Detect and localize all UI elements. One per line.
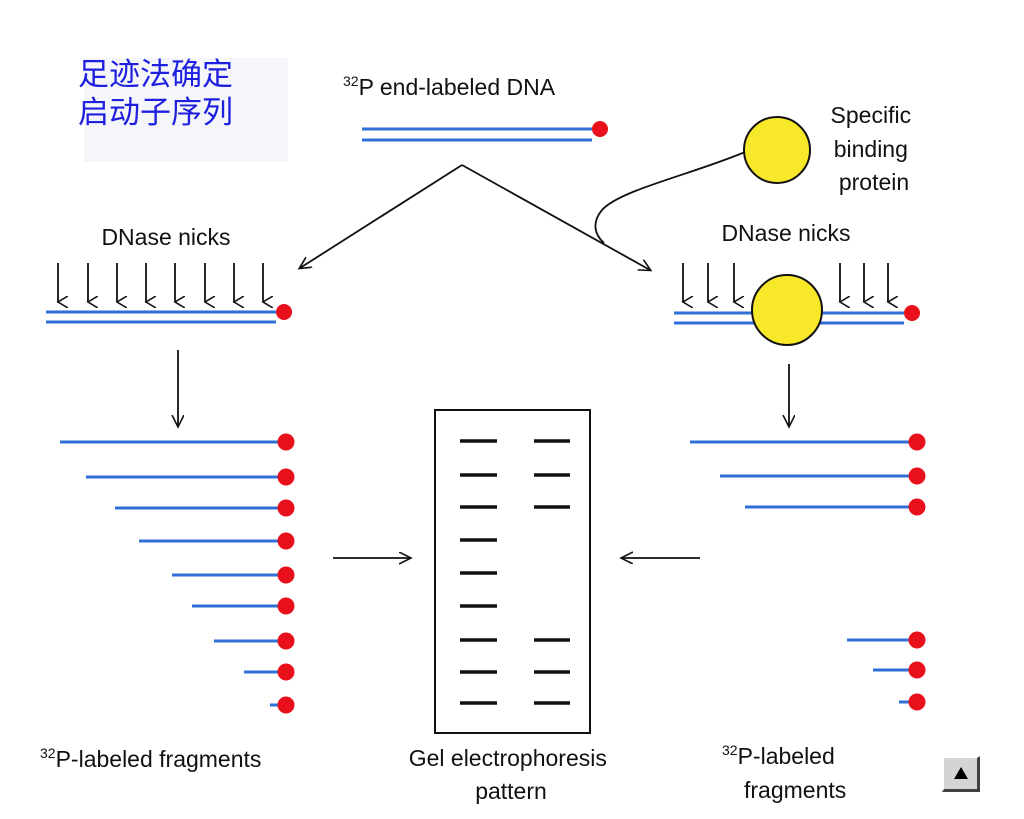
slide-title: 足迹法确定 启动子序列 [78,56,233,132]
bound-protein-circle [751,274,823,346]
p32-label-dot [277,433,295,451]
p32-label-dot [277,632,295,650]
left-dnase-label: DNase nicks [101,224,230,250]
p32-label-dot [592,121,608,137]
p32-label-dot [908,661,926,679]
right-dna-duplex [674,305,920,325]
protein-circle [743,116,811,184]
p32-label-dot [277,597,295,615]
right-fragments [690,433,926,711]
protein-label: Specific binding protein [831,102,918,195]
right-fragments-label-line1: 32P-labeled [722,742,835,769]
right-dnase-nicks [683,263,888,302]
left-dnase-nicks [58,263,263,302]
p32-label-dot [908,498,926,516]
p32-label-dot [277,663,295,681]
p32-label-dot [277,696,295,714]
right-dnase-label: DNase nicks [721,220,850,246]
p32-label-dot [908,433,926,451]
p32-label-dot [277,468,295,486]
right-fragments-label-line2: fragments [744,777,846,803]
title-panel [84,58,288,162]
title-line-1: 足迹法确定 [78,57,233,93]
gel-label: Gel electrophoresis pattern [409,745,614,804]
protein-join-curve [594,151,746,244]
p32-label-dot [277,566,295,584]
p32-label-dot [277,499,295,517]
left-dna-duplex [46,304,292,324]
top-dna-label: 32P end-labeled DNA [343,73,556,100]
p32-label-dot [908,631,926,649]
gel-bands [460,439,570,705]
p32-label-dot [908,693,926,711]
arrow-to-left-branch [300,164,463,268]
p32-label-dot [276,304,292,320]
left-fragments [60,433,295,714]
left-fragments-label: 32P-labeled fragments [40,745,261,772]
title-line-2: 启动子序列 [78,95,233,131]
p32-label-dot [904,305,920,321]
gel-box [434,409,591,734]
up-triangle-icon [954,767,968,779]
p32-label-dot [277,532,295,550]
scroll-up-button[interactable] [942,756,980,792]
top-dna-duplex [362,121,608,142]
specific-binding-protein [743,116,811,184]
p32-label-dot [908,467,926,485]
arrow-to-right-branch [461,164,650,270]
